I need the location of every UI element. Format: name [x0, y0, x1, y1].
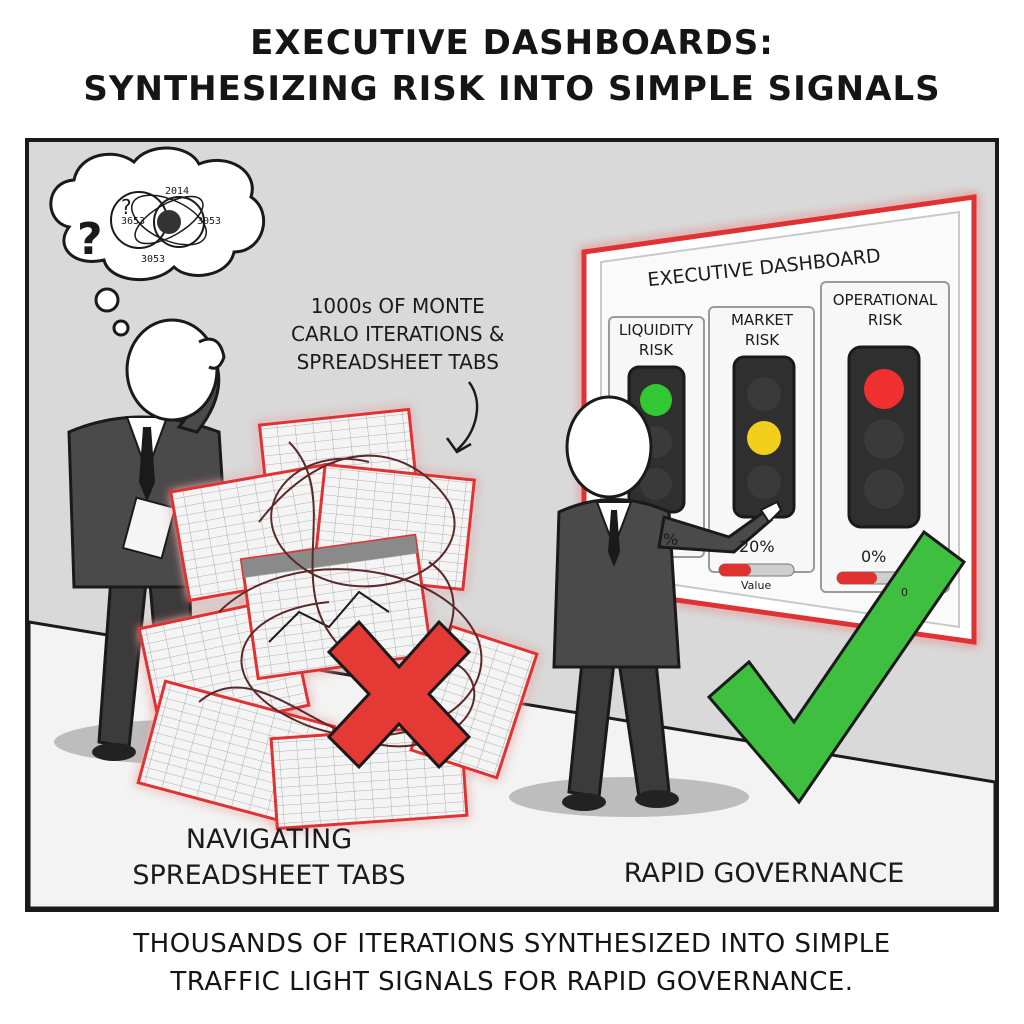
page-title-line-2: SYNTHESIZING RISK INTO SIMPLE SIGNALS: [83, 69, 941, 109]
comic-panel: ? ? 2014 3653 3053 3053: [25, 138, 999, 912]
light-green-on: [640, 384, 672, 416]
red-cross-icon: [326, 619, 472, 770]
left-caption-line-2: SPREADSHEET TABS: [132, 860, 406, 891]
presenter-figure: [552, 395, 783, 811]
left-caption-line-1: NAVIGATING: [185, 824, 353, 855]
percent-market: 20%: [739, 537, 775, 556]
footer-caption: THOUSANDS OF ITERATIONS SYNTHESIZED INTO…: [0, 925, 1024, 1001]
thought-number-3: 3053: [197, 216, 221, 227]
thought-small-question-mark: ?: [121, 195, 132, 219]
spreadsheet-pile: [136, 407, 539, 831]
traffic-light-market: [732, 355, 796, 519]
bar-label-market: Value: [741, 579, 772, 592]
page-title: EXECUTIVE DASHBOARDS: SYNTHESIZING RISK …: [0, 20, 1024, 112]
annotation-text: 1000s OF MONTE CARLO ITERATIONS & SPREAD…: [291, 292, 505, 376]
footer-caption-line-1: THOUSANDS OF ITERATIONS SYNTHESIZED INTO…: [133, 929, 891, 959]
footer-caption-line-2: TRAFFIC LIGHT SIGNALS FOR RAPID GOVERNAN…: [170, 967, 854, 997]
thought-number-4: 3053: [141, 254, 165, 265]
green-check-icon: [706, 529, 967, 805]
page-title-line-1: EXECUTIVE DASHBOARDS:: [250, 23, 774, 63]
light-yellow-on: [747, 421, 781, 455]
risk-label-liquidity: LIQUIDITY RISK: [618, 321, 694, 359]
annotation-line-3: SPREADSHEET TABS: [296, 350, 499, 374]
percent-liquidity: %: [663, 530, 679, 549]
annotation-line-2: CARLO ITERATIONS &: [291, 322, 505, 346]
thought-number-2: 3653: [121, 216, 145, 227]
risk-label-operational: OPERATIONAL RISK: [832, 291, 938, 329]
thought-number-1: 2014: [165, 186, 189, 197]
annotation-line-1: 1000s OF MONTE: [310, 294, 485, 318]
right-caption: RAPID GOVERNANCE: [623, 858, 905, 889]
right-floor-shadow: [509, 777, 749, 817]
risk-label-market: MARKET RISK: [730, 311, 794, 349]
traffic-light-operational: [847, 345, 921, 529]
light-red-on: [864, 369, 904, 409]
annotation-arrow-icon: [445, 381, 479, 454]
bar-label-operational: 0: [901, 586, 908, 599]
percent-operational: 0%: [861, 547, 887, 566]
thought-bubble: [49, 146, 266, 337]
left-caption: NAVIGATING SPREADSHEET TABS: [89, 822, 449, 894]
thought-question-mark: ?: [77, 214, 103, 265]
comic-scene: ? ? 2014 3653 3053 3053: [29, 146, 995, 908]
